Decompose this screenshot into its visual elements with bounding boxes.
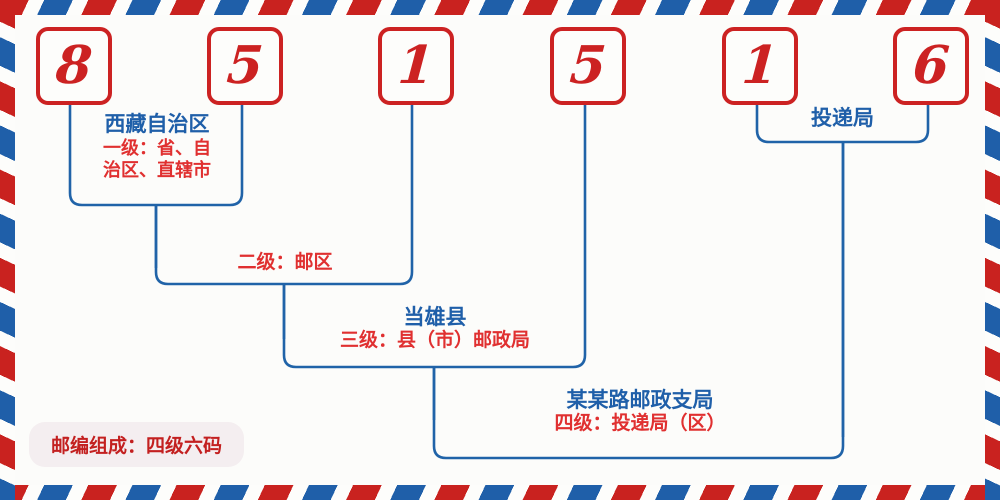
label-group-level-1: 西藏自治区 一级：省、自 治区、直辖市 xyxy=(62,112,252,180)
airmail-border-right xyxy=(985,0,1000,500)
digit-cell-5[interactable]: 1 xyxy=(722,27,798,105)
airmail-border-left xyxy=(0,0,15,500)
bracket-level-4 xyxy=(432,142,845,460)
label-place-level-3: 当雄县 xyxy=(403,304,467,329)
digit-cell-1[interactable]: 8 xyxy=(36,27,112,105)
label-group-level-4: 某某路邮政支局 四级：投递局（区） xyxy=(490,388,790,434)
label-group-level-2: 二级：邮区 xyxy=(190,252,380,273)
legend-text: 邮编组成：四级六码 xyxy=(51,435,223,457)
digit-cell-3[interactable]: 1 xyxy=(378,27,454,105)
label-group-level-3: 当雄县 三级：县（市）邮政局 xyxy=(285,305,585,351)
label-place-delivery-office: 投递局 xyxy=(811,105,874,130)
label-level-3: 三级：县（市）邮政局 xyxy=(339,329,530,351)
label-level-2: 二级：邮区 xyxy=(237,252,333,273)
label-group-delivery-office: 投递局 xyxy=(755,106,930,130)
digit-glyph-6: 6 xyxy=(910,35,952,96)
digit-cell-4[interactable]: 5 xyxy=(550,27,626,105)
label-level-1-line1: 一级：省、自 xyxy=(103,137,211,158)
label-level-4: 四级：投递局（区） xyxy=(554,412,726,434)
label-place-level-4: 某某路邮政支局 xyxy=(566,387,714,412)
digit-glyph-1: 8 xyxy=(53,35,95,96)
label-level-1-line2: 治区、直辖市 xyxy=(103,159,211,180)
digit-glyph-3: 1 xyxy=(395,35,437,96)
digit-glyph-2: 5 xyxy=(224,35,266,96)
legend-badge: 邮编组成：四级六码 xyxy=(29,422,245,467)
digit-glyph-5: 1 xyxy=(739,35,781,96)
digit-cell-6[interactable]: 6 xyxy=(893,27,969,105)
label-place-level-1: 西藏自治区 xyxy=(104,111,210,136)
airmail-border-top xyxy=(0,0,1000,15)
digit-glyph-4: 5 xyxy=(567,35,609,96)
digit-cell-2[interactable]: 5 xyxy=(207,27,283,105)
airmail-border-bottom xyxy=(0,485,1000,500)
